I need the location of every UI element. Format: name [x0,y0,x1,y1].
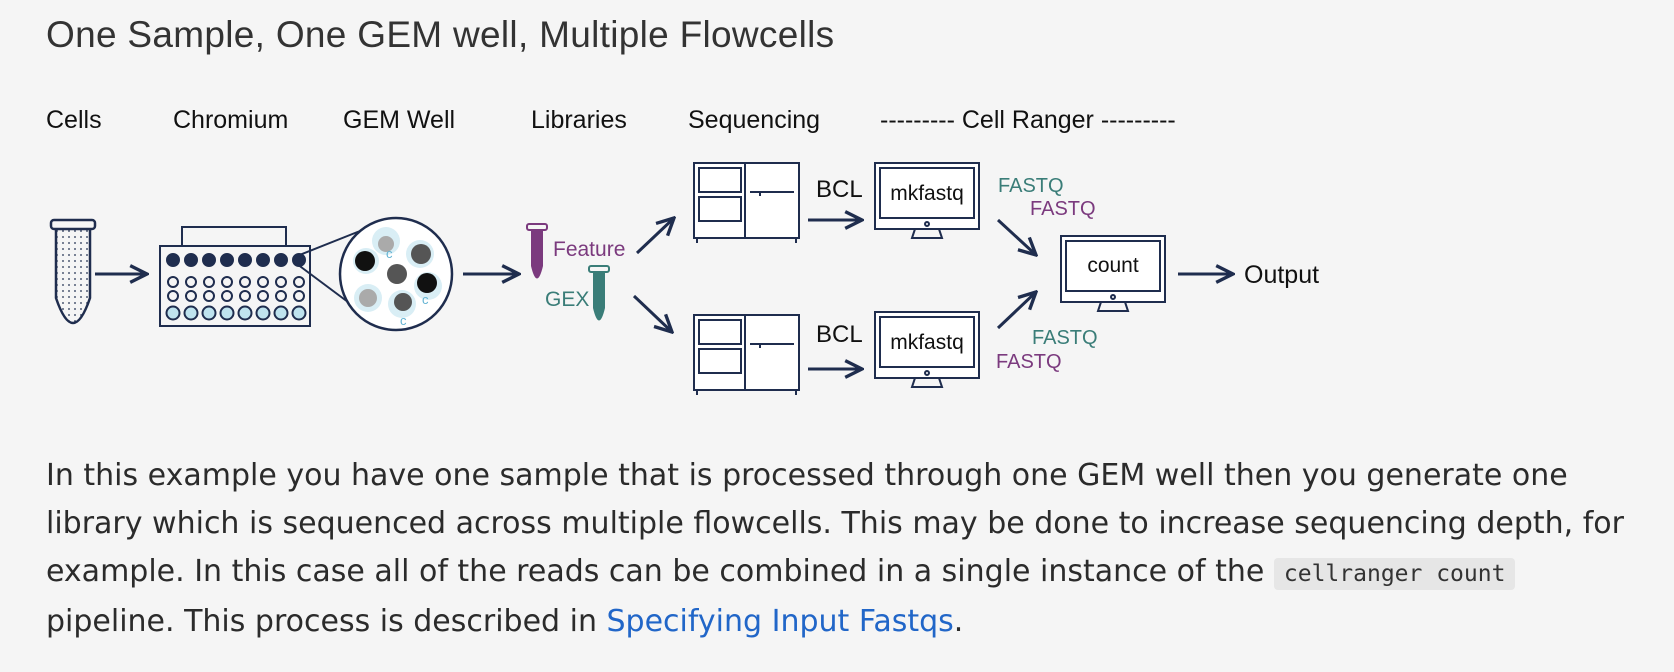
mkfastq-monitor-icon [874,162,980,239]
mkfastq-label-bottom: mkfastq [890,331,964,354]
gex-library-tube-icon [588,265,610,321]
cell-tube-icon [49,218,97,325]
inline-code: cellranger count [1273,558,1516,590]
specifying-input-fastqs-link[interactable]: Specifying Input Fastqs [606,604,954,639]
bead-letter: c [386,246,393,261]
sequencer-icon [693,314,800,395]
description-text: pipeline. This process is described in [46,604,607,639]
library-label-gex: GEX [545,288,589,311]
bcl-label-top: BCL [816,176,863,203]
fastq-label-gex-top: FASTQ [998,175,1064,197]
gem-well-icon: c c c [296,216,454,332]
arrow-icon [996,218,1036,255]
page-title: One Sample, One GEM well, Multiple Flowc… [46,14,835,55]
chromium-chip-icon [159,226,311,327]
arrow-icon [635,218,674,255]
stage-label-libraries: Libraries [531,106,627,134]
count-monitor-icon [1060,235,1166,312]
output-label: Output [1244,261,1319,289]
mkfastq-label-top: mkfastq [890,182,964,205]
arrow-icon [996,292,1036,330]
count-label: count [1087,254,1139,277]
arrow-icon [632,294,672,332]
stage-label-chromium: Chromium [173,106,288,134]
description-text: . [953,604,964,639]
bcl-label-bottom: BCL [816,321,863,348]
fastq-label-feature-bottom: FASTQ [996,351,1062,373]
description-text: In this example you have one sample that… [46,458,1624,589]
fastq-label-gex-bottom: FASTQ [1032,327,1098,349]
stage-label-sequencing: Sequencing [688,106,820,134]
mkfastq-monitor-icon [874,311,980,388]
sequencer-icon [693,162,800,243]
bead-letter: c [400,313,407,328]
stage-label-cells: Cells [46,106,102,134]
fastq-label-feature-top: FASTQ [1030,198,1096,220]
description-paragraph: In this example you have one sample that… [46,452,1636,646]
stage-label-gem-well: GEM Well [343,106,455,134]
stage-label-cell-ranger: --------- Cell Ranger --------- [880,106,1176,134]
workflow-diagram: Cells Chromium GEM Well Libraries Sequen… [46,106,1319,395]
feature-library-tube-icon [526,223,548,279]
library-label-feature: Feature [553,238,625,261]
bead-letter: c [422,292,429,307]
